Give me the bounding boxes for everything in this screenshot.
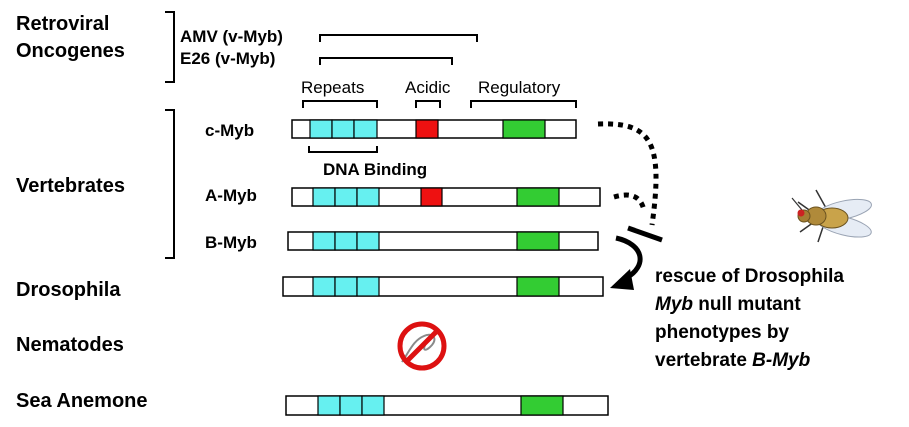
drosophila-myb-regulatory-domain: [516, 276, 560, 297]
a-myb-repeat-r1: [312, 187, 336, 207]
group-label-vertebrates: Vertebrates: [16, 175, 125, 197]
domain-label-acidic: Acidic: [405, 78, 451, 97]
rescue-blocking-bar: [627, 225, 663, 243]
rescue-note-line-4-pre: vertebrate: [655, 350, 752, 371]
no-symbol-slash: [405, 329, 439, 363]
rescue-note-b-myb-italic: B-Myb: [752, 350, 810, 371]
c-myb-dotted-connector: [597, 121, 659, 226]
rescue-note-line-3: phenotypes by: [655, 322, 790, 343]
drosophila-myb-repeat-r3: [356, 276, 380, 297]
b-myb-repeat-r3: [356, 231, 380, 251]
no-symbol-ring: [397, 321, 447, 371]
c-myb-acidic-domain: [415, 119, 439, 139]
protein-bar-b-myb: [287, 231, 599, 251]
b-myb-regulatory-domain: [516, 231, 560, 251]
c-myb-regulatory-domain: [502, 119, 546, 139]
a-myb-acidic-domain: [420, 187, 443, 207]
retroviral-group-bracket: [165, 11, 175, 83]
a-myb-regulatory-domain: [516, 187, 560, 207]
repeats-domain-bracket: [302, 100, 378, 108]
c-myb-repeat-r1: [309, 119, 333, 139]
group-label-oncogenes: Oncogenes: [16, 40, 125, 62]
rescue-note: rescue of Drosophila Myb null mutant phe…: [655, 266, 844, 371]
group-label-drosophila: Drosophila: [16, 279, 121, 301]
rescue-note-line-4: vertebrate B-Myb: [655, 350, 811, 371]
domain-label-regulatory: Regulatory: [478, 78, 561, 97]
a-myb-repeat-r2: [334, 187, 358, 207]
vertebrate-group-bracket: [165, 109, 175, 259]
b-myb-repeat-r2: [334, 231, 358, 251]
e26-span-bracket: [319, 57, 453, 65]
rescue-arrow: [610, 235, 643, 290]
protein-bar-a-myb: [291, 187, 601, 207]
oncogene-label-e26: E26 (v-Myb): [180, 49, 275, 68]
rescue-note-line-2-rest: null mutant: [693, 294, 801, 315]
rescue-arrow-curve: [615, 235, 643, 281]
acidic-domain-bracket: [415, 100, 441, 108]
protein-label-a-myb: A-Myb: [205, 186, 257, 205]
a-myb-repeat-r3: [356, 187, 380, 207]
drosophila-myb-repeat-r1: [312, 276, 336, 297]
sea-anemone-myb-repeat-r2: [339, 395, 363, 416]
rescue-arrowhead: [610, 269, 634, 290]
domain-label-repeats: Repeats: [301, 78, 364, 97]
a-myb-dotted-connector: [613, 192, 647, 211]
protein-bar-c-myb: [291, 119, 577, 139]
sea-anemone-myb-repeat-r1: [317, 395, 341, 416]
drosophila-myb-repeat-r2: [334, 276, 358, 297]
rescue-note-line-1: rescue of Drosophila: [655, 266, 844, 287]
fly-eye: [797, 209, 805, 217]
protein-bar-drosophila-myb: [282, 276, 604, 297]
oncogene-label-amv: AMV (v-Myb): [180, 27, 283, 46]
dna-binding-bracket: [308, 146, 378, 153]
c-myb-repeat-r3: [353, 119, 378, 139]
sea-anemone-myb-repeat-r3: [361, 395, 385, 416]
rescue-connector: [597, 121, 663, 243]
sea-anemone-myb-regulatory-domain: [520, 395, 564, 416]
protein-label-b-myb: B-Myb: [205, 233, 257, 252]
rescue-note-myb-italic: Myb: [655, 294, 693, 315]
amv-span-bracket: [319, 34, 478, 42]
regulatory-domain-bracket: [470, 100, 577, 108]
rescue-note-line-2: Myb null mutant: [655, 294, 801, 315]
group-label-sea-anemone: Sea Anemone: [16, 390, 148, 412]
fly-leg-4: [815, 189, 827, 209]
fly-antenna: [791, 197, 803, 211]
fruit-fly-icon: [791, 189, 872, 243]
protein-label-c-myb: c-Myb: [205, 121, 254, 140]
group-label-nematodes: Nematodes: [16, 334, 124, 356]
protein-bar-sea-anemone-myb: [285, 395, 609, 416]
group-label-retroviral: Retroviral: [16, 13, 109, 35]
b-myb-repeat-r1: [312, 231, 336, 251]
no-nematode-icon: [397, 321, 447, 371]
domain-label-dna-binding: DNA Binding: [323, 160, 427, 179]
c-myb-repeat-r2: [331, 119, 355, 139]
